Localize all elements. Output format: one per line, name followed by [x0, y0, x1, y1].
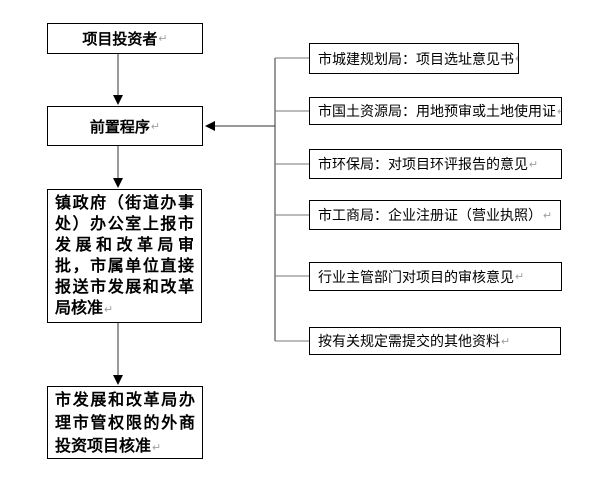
arrowhead-down-l4 — [113, 375, 123, 385]
node-project-investor: 项目投资者↵ — [47, 23, 203, 54]
arrowhead-left-l2 — [205, 121, 215, 131]
return-mark-icon: ↵ — [556, 105, 561, 118]
node-label: 市国土资源局：用地预审或土地使用证 — [318, 103, 556, 119]
node-label: 按有关规定需提交的其他资料 — [318, 333, 500, 349]
return-mark-icon: ↵ — [152, 442, 162, 454]
node-industry-department-opinion: 行业主管部门对项目的审核意见↵ — [309, 262, 562, 291]
node-environmental-bureau: 市环保局：对项目环评报告的意见↵ — [309, 149, 562, 179]
return-mark-icon: ↵ — [515, 271, 525, 283]
node-industry-commerce-bureau: 市工商局：企业注册证（营业执照）↵ — [309, 200, 561, 230]
return-mark-icon: ↵ — [501, 335, 511, 348]
return-mark-icon: ↵ — [514, 52, 518, 65]
return-mark-icon: ↵ — [529, 158, 539, 171]
node-label: 市环保局：对项目环评报告的意见 — [318, 156, 528, 172]
arrowhead-down-l3 — [113, 178, 123, 188]
node-label: 镇政府（街道办事处）办公室上报市发展和改革局审批，市属单位直接报送市发展和改革局… — [55, 195, 194, 317]
arrowhead-down-l2 — [113, 95, 123, 105]
node-label: 市工商局：企业注册证（营业执照） — [318, 207, 542, 223]
return-mark-icon: ↵ — [543, 209, 553, 222]
node-planning-bureau: 市城建规划局：项目选址意见书↵ — [309, 43, 519, 74]
node-pre-procedure: 前置程序↵ — [47, 106, 203, 146]
node-label: 前置程序 — [89, 118, 150, 136]
node-city-drb-approval: 市发展和改革局办理市管权限的外商投资项目核准↵ — [47, 386, 203, 459]
node-label: 市城建规划局：项目选址意见书 — [318, 50, 514, 67]
node-town-government-report: 镇政府（街道办事处）办公室上报市发展和改革局审批，市属单位直接报送市发展和改革局… — [47, 189, 202, 323]
node-label: 行业主管部门对项目的审核意见 — [318, 268, 514, 285]
node-land-resources-bureau: 市国土资源局：用地预审或土地使用证↵ — [309, 97, 562, 125]
node-other-materials: 按有关规定需提交的其他资料↵ — [309, 327, 561, 355]
node-label: 项目投资者 — [82, 31, 158, 48]
return-mark-icon: ↵ — [150, 120, 161, 133]
node-label: 市发展和改革局办理市管权限的外商投资项目核准 — [55, 392, 195, 455]
return-mark-icon: ↵ — [158, 33, 168, 45]
return-mark-icon: ↵ — [104, 304, 114, 316]
